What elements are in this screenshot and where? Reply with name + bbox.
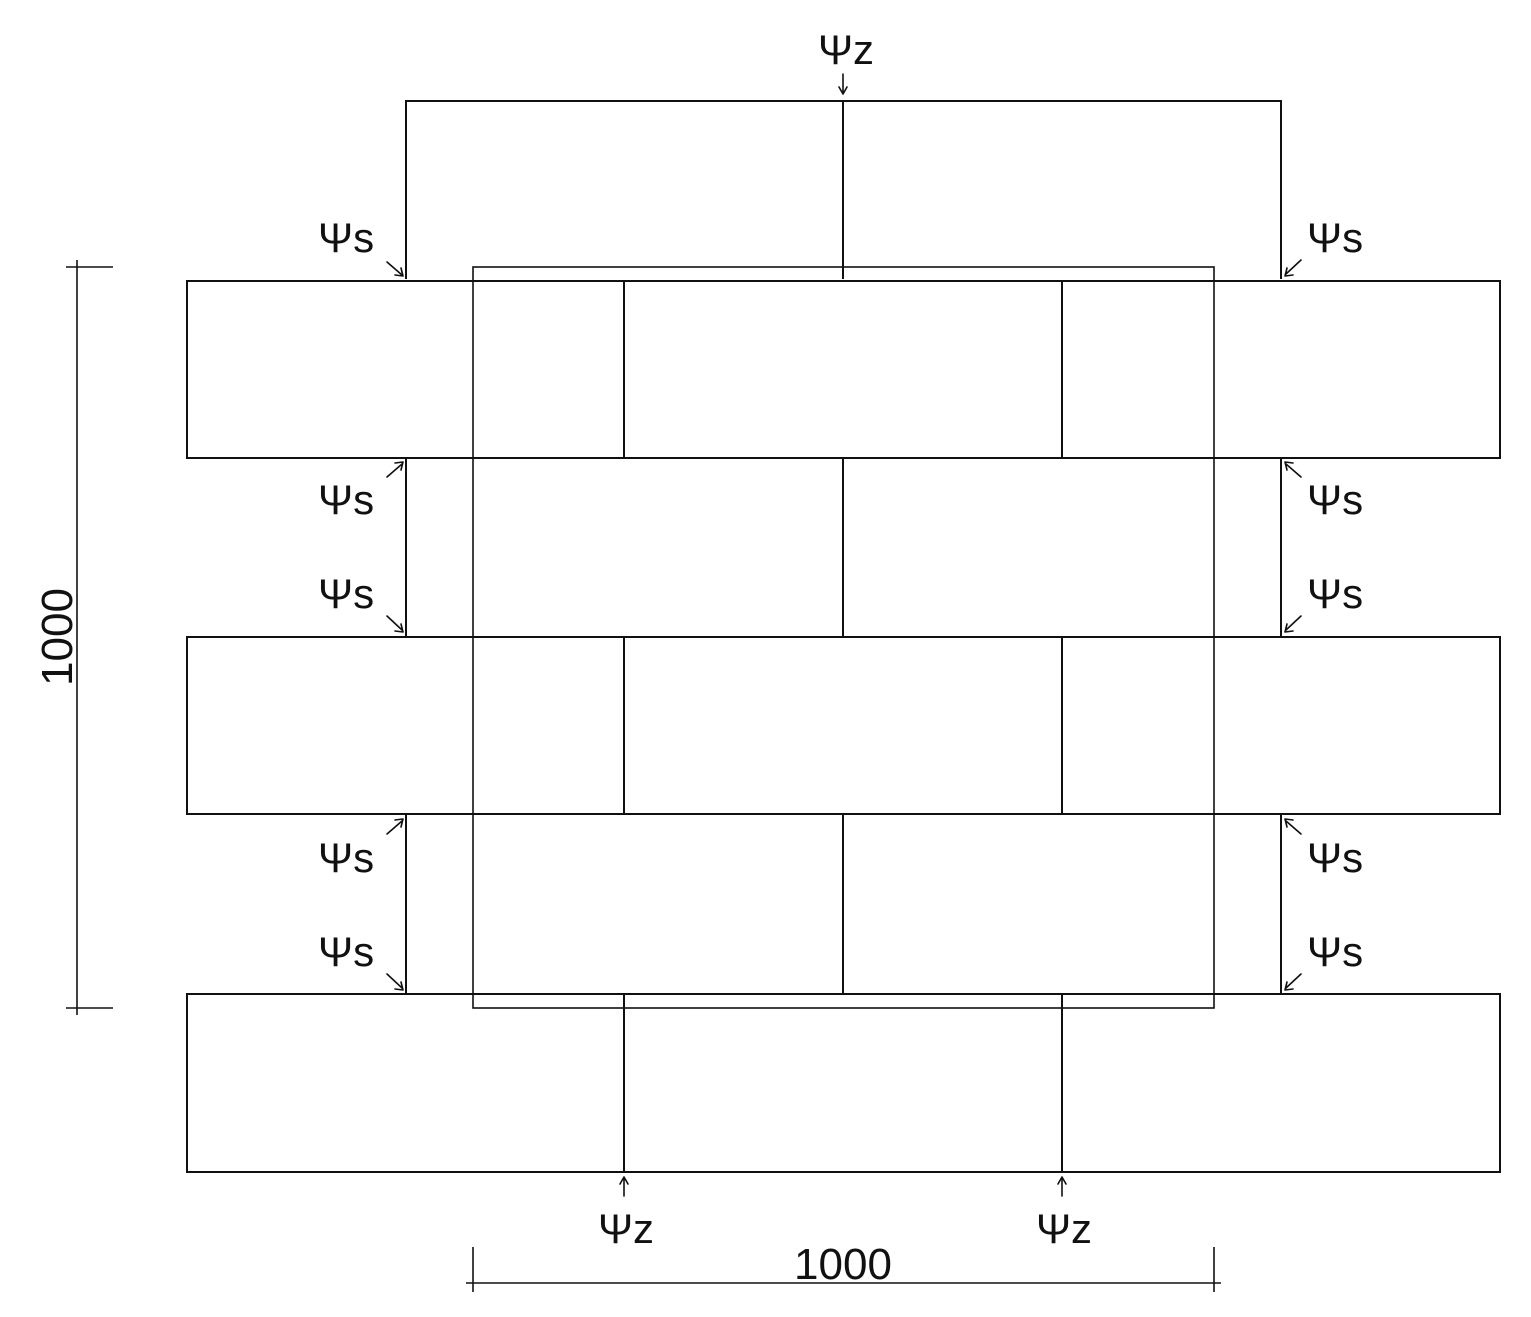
psi-z-bottom-right: Ψz <box>1036 1176 1092 1252</box>
psi-s-label: Ψs <box>1307 834 1363 881</box>
arrow-up-icon <box>619 1176 629 1197</box>
psi-s-label: Ψs <box>318 570 374 617</box>
psi-z-label: Ψz <box>1036 1205 1092 1252</box>
reference-square <box>472 266 1215 1009</box>
psi-s-left-2: Ψs <box>318 461 404 523</box>
psi-z-top: Ψz <box>818 26 874 95</box>
brick-course-1 <box>186 280 1501 459</box>
psi-z-bottom-left: Ψz <box>598 1176 654 1252</box>
psi-s-right-2: Ψs <box>1284 461 1363 523</box>
arrow-down-right-icon <box>386 261 404 277</box>
vertical-dimension: 1000 <box>33 260 113 1015</box>
brick-course-3 <box>186 636 1501 815</box>
psi-s-right-5: Ψs <box>1284 928 1363 991</box>
vertical-joints <box>623 281 1063 1172</box>
arrow-down-icon <box>838 73 848 95</box>
arrow-down-left-icon <box>1284 259 1302 277</box>
psi-s-label: Ψs <box>1307 570 1363 617</box>
psi-z-label: Ψz <box>598 1205 654 1252</box>
psi-s-left-3: Ψs <box>318 570 404 633</box>
vertical-dimension-label: 1000 <box>33 588 82 686</box>
psi-s-label: Ψs <box>1307 928 1363 975</box>
psi-s-label: Ψs <box>1307 214 1363 261</box>
psi-s-label: Ψs <box>318 476 374 523</box>
psi-s-left-4: Ψs <box>318 818 404 881</box>
top-bond-brick <box>405 100 1282 279</box>
arrow-down-right-icon <box>386 973 404 991</box>
psi-s-label: Ψs <box>318 214 374 261</box>
psi-s-right-3: Ψs <box>1284 570 1363 633</box>
arrow-up-left-icon <box>1284 461 1302 478</box>
psi-s-left-1: Ψs <box>318 214 404 277</box>
header-course-4 <box>405 814 1282 994</box>
psi-z-label: Ψz <box>818 26 874 73</box>
psi-s-right-1: Ψs <box>1284 214 1363 277</box>
arrow-up-right-icon <box>386 461 404 478</box>
brick-courses <box>186 280 1501 1173</box>
header-course-2 <box>405 458 1282 637</box>
brick-course-5 <box>186 993 1501 1173</box>
arrow-down-left-icon <box>1284 973 1302 991</box>
psi-s-label: Ψs <box>318 928 374 975</box>
horizontal-dimension: 1000 <box>466 1240 1221 1292</box>
psi-s-right-4: Ψs <box>1284 818 1363 881</box>
psi-s-label: Ψs <box>1307 476 1363 523</box>
arrow-up-icon <box>1057 1176 1067 1197</box>
arrow-up-right-icon <box>386 818 404 835</box>
psi-s-left-5: Ψs <box>318 928 404 991</box>
arrow-down-right-icon <box>386 615 404 633</box>
psi-s-label: Ψs <box>318 834 374 881</box>
horizontal-dimension-label: 1000 <box>794 1240 892 1289</box>
arrow-up-left-icon <box>1284 818 1302 835</box>
arrow-down-left-icon <box>1284 615 1302 633</box>
